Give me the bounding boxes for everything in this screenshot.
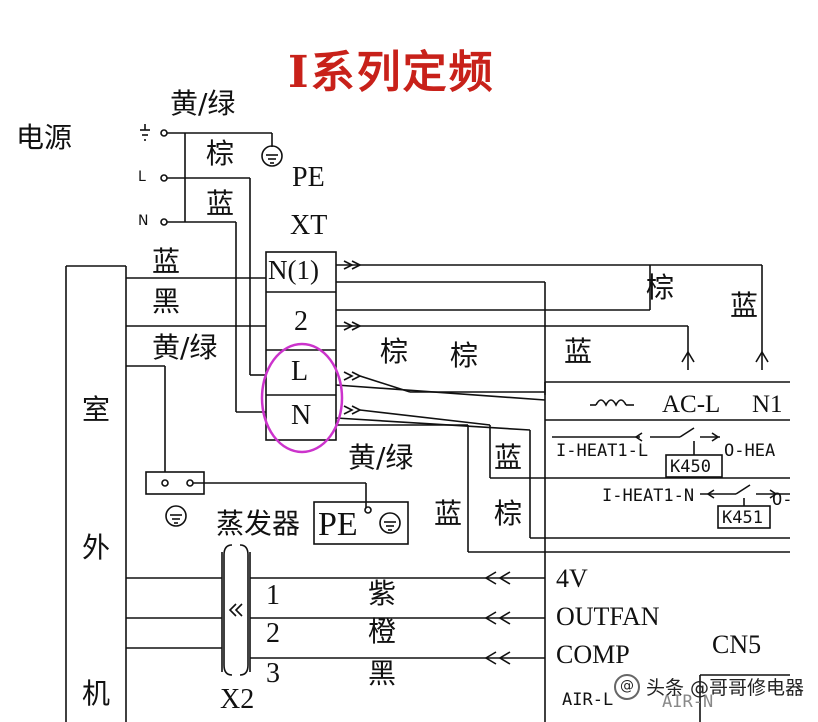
- terminal-n1: N(1): [268, 255, 319, 285]
- label-4v: 4V: [556, 564, 588, 593]
- label-air-l: AIR-L: [562, 690, 614, 710]
- label-ac-l: AC-L: [662, 391, 721, 418]
- label-outfan: OUTFAN: [556, 602, 660, 631]
- label-brown-top: 棕: [206, 137, 235, 170]
- label-brown-right: 棕: [646, 271, 675, 304]
- highlight-ellipse: [260, 342, 344, 454]
- label-l-mark: L: [138, 169, 146, 185]
- label-n-mark: N: [138, 213, 149, 229]
- label-purple: 紫: [368, 577, 397, 610]
- label-pe-top: PE: [292, 162, 325, 193]
- label-xt: XT: [290, 210, 328, 241]
- label-yellow-green-left: 黄/绿: [152, 331, 218, 364]
- watermark-text: 头条 @哥哥修电器: [645, 677, 804, 699]
- label-num1: 1: [266, 580, 280, 611]
- terminal-2: 2: [294, 306, 308, 337]
- label-k450: K450: [670, 457, 711, 477]
- label-yellow-green-mid: 黄/绿: [348, 441, 414, 474]
- label-black-left: 黑: [152, 285, 181, 318]
- label-brown-mid1: 棕: [380, 335, 409, 368]
- terminal-l: L: [291, 356, 309, 387]
- label-pe-box: PE: [318, 506, 358, 543]
- label-n1: N1: [752, 391, 783, 418]
- label-num3: 3: [266, 658, 280, 689]
- label-air-n: AIR-N: [662, 692, 714, 712]
- label-outdoor-3: 机: [82, 677, 111, 710]
- label-blue-top: 蓝: [206, 187, 235, 220]
- label-blue-lower2: 蓝: [434, 497, 463, 530]
- label-oheat: O-HEA: [724, 441, 776, 461]
- label-brown-lower: 棕: [494, 497, 523, 530]
- watermark-logo-icon: @: [613, 673, 640, 700]
- label-orange: 橙: [368, 615, 397, 648]
- label-blue-mid: 蓝: [564, 335, 593, 368]
- label-blue-right: 蓝: [730, 289, 759, 322]
- label-cn5: CN5: [712, 630, 762, 659]
- label-x2: X2: [220, 684, 255, 715]
- label-comp: COMP: [556, 640, 630, 669]
- label-brown-mid2: 棕: [450, 339, 479, 372]
- label-blue-lower1: 蓝: [494, 441, 523, 474]
- diagram-title: I系列定频: [288, 47, 495, 98]
- label-outdoor-1: 室: [82, 393, 111, 426]
- label-o-partial: O-: [772, 490, 793, 510]
- watermark: @ 头条 @哥哥修电器: [613, 673, 804, 700]
- label-evaporator: 蒸发器: [216, 507, 301, 540]
- label-blue-left: 蓝: [152, 245, 181, 278]
- label-num2: 2: [266, 618, 280, 649]
- label-power: 电源: [16, 121, 73, 154]
- terminal-n: N: [291, 400, 312, 431]
- label-outdoor-2: 外: [82, 531, 111, 564]
- label-black-bottom: 黑: [368, 657, 397, 690]
- label-iheat1-n: I-HEAT1-N: [602, 486, 695, 506]
- label-iheat1-l: I-HEAT1-L: [556, 441, 649, 461]
- label-k451: K451: [722, 508, 763, 528]
- label-yellow-green-top: 黄/绿: [170, 87, 236, 120]
